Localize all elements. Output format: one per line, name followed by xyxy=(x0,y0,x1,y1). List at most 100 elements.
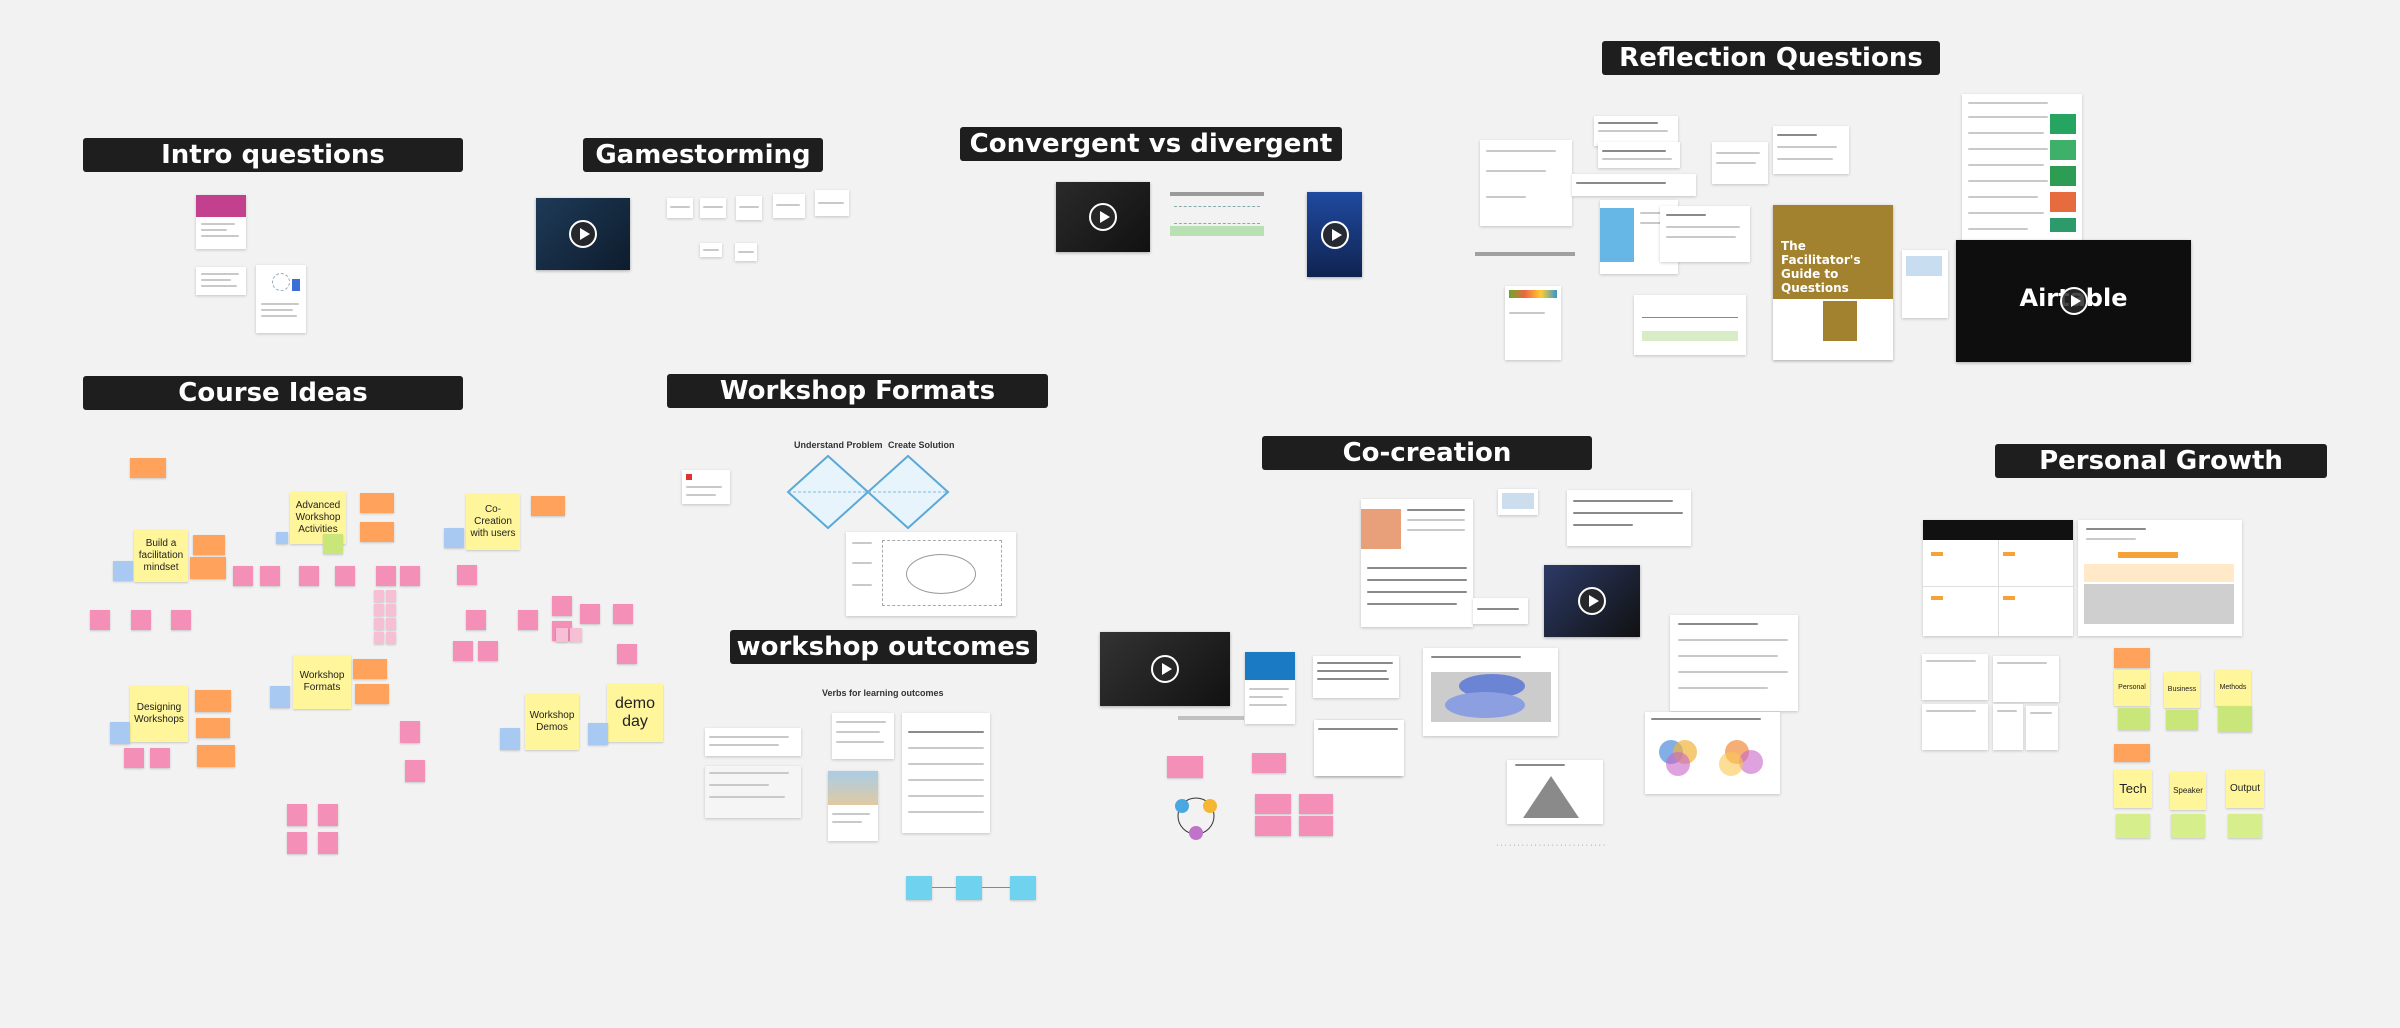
gamestorming-thumb[interactable] xyxy=(700,243,722,257)
sticky-note[interactable] xyxy=(478,641,498,661)
sticky-note[interactable] xyxy=(374,604,384,616)
reflection-diagram[interactable] xyxy=(1634,295,1746,355)
sticky-note[interactable] xyxy=(552,596,572,616)
section-title-convergent[interactable]: Convergent vs divergent xyxy=(960,127,1342,161)
sticky-note[interactable] xyxy=(2228,814,2262,838)
outcomes-photo-card[interactable] xyxy=(828,771,878,841)
sticky-note[interactable] xyxy=(355,684,389,704)
sticky-note[interactable] xyxy=(906,876,932,900)
sticky-note[interactable] xyxy=(444,528,464,548)
sticky-note[interactable] xyxy=(2114,648,2150,668)
sticky-note[interactable] xyxy=(374,618,384,630)
pyramid-diagram[interactable] xyxy=(1507,760,1603,824)
sticky-note[interactable] xyxy=(617,644,637,664)
section-title-gamestorming[interactable]: Gamestorming xyxy=(583,138,823,172)
sticky-workshop-demos[interactable]: Workshop Demos xyxy=(525,694,579,750)
reflection-doc[interactable] xyxy=(1962,94,2082,249)
reflection-card-2[interactable] xyxy=(1594,116,1678,146)
sticky-note[interactable] xyxy=(195,690,231,712)
reflection-card-7[interactable] xyxy=(1712,142,1768,184)
sticky-note[interactable] xyxy=(318,804,338,826)
sticky-note[interactable] xyxy=(956,876,982,900)
sticky-note[interactable] xyxy=(2171,814,2205,838)
play-icon[interactable] xyxy=(1089,203,1117,231)
sticky-note[interactable] xyxy=(130,458,166,478)
growth-card[interactable] xyxy=(1993,656,2059,702)
gamestorming-thumb[interactable] xyxy=(773,194,805,218)
section-title-intro[interactable]: Intro questions xyxy=(83,138,463,172)
co-creation-video-2[interactable] xyxy=(1544,565,1640,637)
sticky-note[interactable] xyxy=(150,748,170,768)
venn-diagrams[interactable] xyxy=(1645,712,1780,794)
sticky-note[interactable] xyxy=(374,590,384,602)
growth-card[interactable] xyxy=(2026,706,2058,750)
sticky-note[interactable] xyxy=(580,604,600,624)
growth-card[interactable] xyxy=(1922,654,1988,700)
sticky-note[interactable] xyxy=(1010,876,1036,900)
sticky-note[interactable] xyxy=(556,628,568,642)
co-creation-diagram[interactable] xyxy=(1423,648,1558,736)
outcomes-card[interactable] xyxy=(832,713,894,759)
sticky-note[interactable] xyxy=(171,610,191,630)
sticky-note[interactable] xyxy=(299,566,319,586)
sticky-note[interactable] xyxy=(287,832,307,854)
sticky-note[interactable] xyxy=(233,566,253,586)
growth-card-2[interactable] xyxy=(2078,520,2242,636)
reflection-card-3[interactable] xyxy=(1598,142,1680,168)
sticky-methods[interactable]: Methods xyxy=(2215,670,2251,706)
sticky-speaker[interactable]: Speaker xyxy=(2170,772,2206,810)
sticky-note[interactable] xyxy=(2166,710,2198,730)
sticky-workshop-formats[interactable]: Workshop Formats xyxy=(293,655,351,709)
play-icon[interactable] xyxy=(1320,220,1349,249)
sticky-note[interactable] xyxy=(276,532,288,544)
sticky-note[interactable] xyxy=(386,618,396,630)
sticky-co-creation-users[interactable]: Co-Creation with users xyxy=(466,494,520,550)
convergent-video[interactable] xyxy=(1056,182,1150,252)
sticky-note[interactable] xyxy=(531,496,565,516)
sticky-note[interactable] xyxy=(323,534,343,554)
sticky-note[interactable] xyxy=(360,493,394,513)
intro-card-3[interactable] xyxy=(256,265,306,333)
sticky-note[interactable] xyxy=(2116,814,2150,838)
growth-card[interactable] xyxy=(1993,704,2023,750)
outcomes-card[interactable] xyxy=(705,766,801,818)
growth-card-1[interactable] xyxy=(1923,520,2073,636)
reflection-card-9[interactable] xyxy=(1505,286,1561,360)
sticky-note[interactable] xyxy=(588,723,608,745)
play-icon[interactable] xyxy=(2059,287,2088,315)
growth-card[interactable] xyxy=(1922,704,1988,750)
reflection-card-1[interactable] xyxy=(1480,140,1572,226)
formats-card[interactable] xyxy=(682,470,730,504)
sticky-personal[interactable]: Personal xyxy=(2114,670,2150,706)
sticky-note[interactable] xyxy=(1299,816,1333,836)
sticky-note[interactable] xyxy=(374,632,384,644)
sticky-note[interactable] xyxy=(260,566,280,586)
sticky-note[interactable] xyxy=(457,565,477,585)
intro-card-2[interactable] xyxy=(196,267,246,295)
sticky-note[interactable] xyxy=(466,610,486,630)
section-title-reflection[interactable]: Reflection Questions xyxy=(1602,41,1940,75)
section-title-co-creation[interactable]: Co-creation xyxy=(1262,436,1592,470)
sticky-note[interactable] xyxy=(2118,708,2150,730)
play-icon[interactable] xyxy=(569,220,597,248)
section-title-workshop-outcomes[interactable]: workshop outcomes xyxy=(730,630,1037,664)
sticky-note[interactable] xyxy=(113,561,133,581)
sticky-designing-workshops[interactable]: Designing Workshops xyxy=(130,686,188,742)
sticky-output[interactable]: Output xyxy=(2226,770,2264,808)
section-title-course-ideas[interactable]: Course Ideas xyxy=(83,376,463,410)
sticky-note[interactable] xyxy=(90,610,110,630)
sticky-business[interactable]: Business xyxy=(2164,672,2200,708)
convergent-diagram[interactable] xyxy=(1170,192,1264,242)
sticky-note[interactable] xyxy=(613,604,633,624)
book-cover[interactable]: The Facilitator's Guide to Questions xyxy=(1773,205,1893,360)
gamestorming-thumb[interactable] xyxy=(667,198,693,218)
sticky-note[interactable] xyxy=(360,522,394,542)
gamestorming-video[interactable] xyxy=(536,198,630,270)
sticky-note[interactable] xyxy=(270,686,290,708)
airtable-video[interactable]: Airtable xyxy=(1956,240,2191,362)
convergent-video-2[interactable] xyxy=(1307,192,1362,277)
sticky-note[interactable] xyxy=(400,721,420,743)
sticky-note[interactable] xyxy=(335,566,355,586)
reflection-card-10[interactable] xyxy=(1902,250,1948,318)
sticky-note[interactable] xyxy=(1255,794,1291,814)
